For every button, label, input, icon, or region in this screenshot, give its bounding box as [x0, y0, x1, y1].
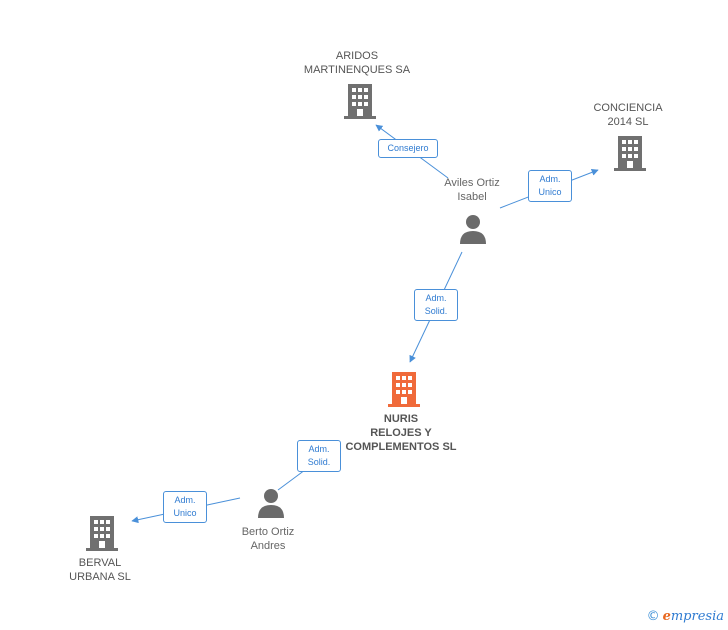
- node-label-berval[interactable]: BERVAL URBANA SL: [69, 557, 131, 583]
- building-icon[interactable]: [86, 515, 118, 551]
- building-icon[interactable]: [614, 135, 646, 171]
- node-label-conciencia[interactable]: CONCIENCIA 2014 SL: [593, 102, 663, 128]
- building-icon[interactable]: [344, 83, 376, 119]
- building-icon-highlight[interactable]: [388, 371, 420, 407]
- edge-label-adm-unico[interactable]: Adm. Unico: [528, 170, 572, 202]
- copyright-icon: ©: [646, 609, 660, 624]
- edge-label-adm-solid[interactable]: Adm. Solid.: [414, 289, 458, 321]
- node-label-nuris[interactable]: NURIS RELOJES Y COMPLEMENTOS SL: [345, 413, 457, 453]
- brand-footer: ©empresia: [647, 609, 724, 624]
- brand-initial: e: [662, 609, 671, 624]
- node-label-aridos[interactable]: ARIDOS MARTINENQUES SA: [303, 50, 411, 76]
- node-label-aviles[interactable]: Aviles Ortiz Isabel: [444, 177, 500, 203]
- edge-label-consejero[interactable]: Consejero: [378, 139, 438, 158]
- person-icon[interactable]: [256, 488, 286, 518]
- edge-label-adm-solid[interactable]: Adm. Solid.: [297, 440, 341, 472]
- person-icon[interactable]: [458, 214, 488, 244]
- brand-name: mpresia: [670, 609, 724, 624]
- node-label-berto[interactable]: Berto Ortiz Andres: [241, 526, 295, 552]
- edge-label-adm-unico[interactable]: Adm. Unico: [163, 491, 207, 523]
